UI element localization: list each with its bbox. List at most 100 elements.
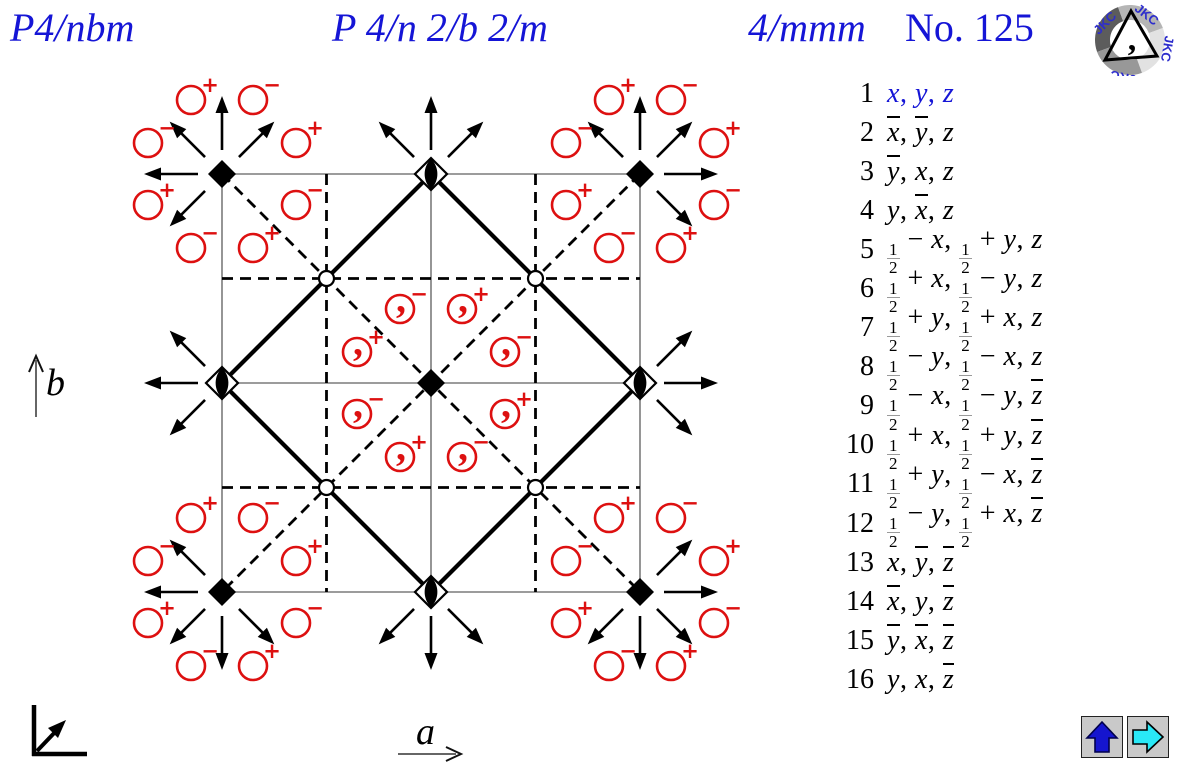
enantiomorph-comma: , xyxy=(458,424,468,469)
height-sign: + xyxy=(619,73,637,97)
height-sign: + xyxy=(515,387,533,411)
space-group-diagram: +−+−+−+−+−+−+−+−+−+−+−+−+−+−+−+−,−,+,−,+… xyxy=(28,73,742,762)
right-arrow-icon xyxy=(1132,720,1165,754)
twofold-axis-arrow xyxy=(238,129,267,158)
general-position-circle xyxy=(593,84,625,116)
general-position-circle xyxy=(280,545,312,577)
operation-number: 3 xyxy=(860,155,874,187)
height-sign: − xyxy=(724,178,742,202)
height-sign: − xyxy=(681,73,699,97)
general-position-circle xyxy=(698,189,730,221)
enantiomorph-comma: , xyxy=(501,381,511,426)
height-sign: + xyxy=(724,116,742,140)
fourfold-axis-symbol xyxy=(417,369,445,397)
arrow-head xyxy=(466,121,484,139)
arrow-head xyxy=(633,96,647,113)
twofold-axis-arrow xyxy=(447,608,476,637)
height-sign: + xyxy=(263,639,281,663)
jkc-logo[interactable]: , JKC JKC JKC JKC xyxy=(1086,2,1176,76)
twofold-lens-symbol xyxy=(424,159,438,189)
height-sign: − xyxy=(263,491,281,515)
nav-next-button[interactable] xyxy=(1127,716,1169,758)
height-sign: − xyxy=(306,178,324,202)
fourfold-axis-symbol xyxy=(208,160,236,188)
general-position-circle xyxy=(280,189,312,221)
height-sign: − xyxy=(263,73,281,97)
operation-number: 16 xyxy=(846,663,874,695)
arrow-head xyxy=(701,585,718,599)
arrow-head xyxy=(701,167,718,181)
general-position-circle xyxy=(132,545,164,577)
enantiomorph-comma: , xyxy=(458,276,468,321)
arrow-head xyxy=(169,121,187,139)
height-sign: − xyxy=(201,221,219,245)
operation-coordinates: y, x, z xyxy=(887,194,955,227)
operation-number: 15 xyxy=(846,624,874,656)
arrow-head xyxy=(675,121,693,139)
nav-up-button[interactable] xyxy=(1081,716,1123,758)
general-position-circle xyxy=(237,84,269,116)
general-position-circle xyxy=(489,336,521,368)
logo-jkc-text: JKC xyxy=(1158,35,1176,64)
twofold-axis-arrow xyxy=(386,129,415,158)
fourfold-axis-symbol xyxy=(626,160,654,188)
twofold-axis-arrow xyxy=(177,190,206,219)
operation-coordinates: y, x, z xyxy=(887,155,955,188)
arrow-head xyxy=(424,96,438,113)
arrow-head xyxy=(675,209,693,227)
arrow-head xyxy=(169,418,187,436)
general-position-circle xyxy=(280,127,312,159)
general-position-circle xyxy=(175,650,207,682)
general-position-circle xyxy=(446,441,478,473)
operation-coordinates: x, y, z xyxy=(887,116,955,149)
arrow-head xyxy=(215,653,229,670)
height-sign: + xyxy=(367,325,385,349)
operation-number: 7 xyxy=(860,312,874,344)
general-position-circle xyxy=(132,127,164,159)
operation-coordinates: x, y, z xyxy=(887,77,955,109)
enantiomorph-comma: , xyxy=(396,276,406,321)
operation-number: 12 xyxy=(846,507,874,539)
twofold-axis-arrow xyxy=(177,338,206,367)
up-arrow-icon xyxy=(1085,720,1119,753)
height-sign: + xyxy=(681,221,699,245)
operation-number: 8 xyxy=(860,351,874,383)
operation-number: 10 xyxy=(846,429,874,461)
operation-number: 13 xyxy=(846,546,874,578)
general-position-circle xyxy=(237,232,269,264)
general-position-circle xyxy=(655,84,687,116)
operation-number: 9 xyxy=(860,390,874,422)
arrow-head xyxy=(215,96,229,113)
height-sign: + xyxy=(201,491,219,515)
operation-number: 1 xyxy=(860,77,874,109)
a-axis: a xyxy=(398,711,464,762)
arrow-head xyxy=(169,330,187,348)
height-sign: + xyxy=(681,639,699,663)
twofold-axis-arrow xyxy=(656,547,685,576)
height-sign: − xyxy=(576,116,594,140)
twofold-axis-arrow xyxy=(177,547,206,576)
general-position-circle xyxy=(280,607,312,639)
general-position-circle xyxy=(175,84,207,116)
general-position-circle xyxy=(550,189,582,221)
height-sign: + xyxy=(263,221,281,245)
general-position-circle xyxy=(132,607,164,639)
height-sign: − xyxy=(515,325,533,349)
operation-number: 14 xyxy=(846,585,874,617)
general-position-circle xyxy=(341,336,373,368)
